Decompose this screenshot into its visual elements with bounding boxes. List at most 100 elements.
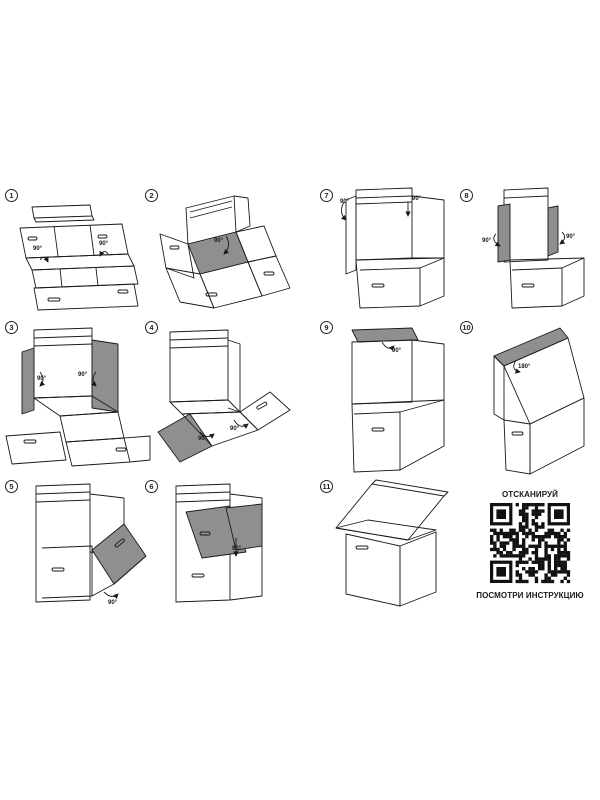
qr-module bbox=[525, 547, 529, 552]
qr-module bbox=[538, 541, 542, 545]
qr-module bbox=[557, 557, 561, 561]
qr-module bbox=[509, 551, 513, 555]
qr-module bbox=[515, 570, 519, 574]
qr-module bbox=[512, 554, 516, 558]
qr-module bbox=[512, 538, 516, 542]
qr-module bbox=[531, 538, 535, 542]
step-8-number: 8 bbox=[460, 189, 473, 202]
qr-module bbox=[544, 535, 548, 539]
qr-module bbox=[499, 554, 503, 558]
qr-module bbox=[550, 528, 555, 532]
step-1-flat-blank bbox=[19, 204, 139, 311]
qr-module bbox=[493, 554, 497, 558]
qr-module bbox=[522, 538, 526, 542]
qr-module bbox=[502, 535, 507, 539]
qr-module bbox=[512, 547, 516, 552]
qr-module bbox=[490, 538, 494, 542]
qr-module bbox=[515, 554, 519, 558]
qr-module bbox=[554, 563, 558, 568]
qr-module bbox=[528, 528, 532, 532]
step-9-lid-top bbox=[351, 327, 445, 473]
qr-module bbox=[557, 563, 561, 568]
qr-module bbox=[566, 538, 571, 542]
qr-module bbox=[563, 576, 567, 580]
qr-module bbox=[502, 531, 507, 536]
qr-module bbox=[550, 547, 555, 552]
qr-module bbox=[522, 544, 526, 548]
qr-module bbox=[541, 535, 545, 539]
qr-module bbox=[538, 509, 542, 513]
qr-module bbox=[531, 560, 535, 564]
qr-module bbox=[554, 554, 558, 558]
qr-module bbox=[560, 560, 564, 564]
qr-module bbox=[563, 551, 567, 555]
qr-module bbox=[499, 528, 503, 532]
qr-module bbox=[506, 531, 510, 536]
qr-module bbox=[563, 535, 567, 539]
qr-module bbox=[525, 551, 529, 555]
qr-module bbox=[518, 528, 523, 532]
step-5-angle: 90° bbox=[108, 600, 118, 606]
qr-module bbox=[509, 554, 513, 558]
qr-module bbox=[554, 573, 558, 577]
qr-module bbox=[541, 538, 545, 542]
qr-module bbox=[502, 547, 507, 552]
qr-module bbox=[547, 554, 551, 558]
qr-module bbox=[541, 503, 545, 507]
qr-module bbox=[496, 551, 500, 555]
qr-module bbox=[534, 525, 539, 529]
step-5-side-fold bbox=[35, 483, 147, 603]
qr-module bbox=[560, 535, 564, 539]
qr-module bbox=[563, 544, 567, 548]
qr-module bbox=[563, 554, 567, 558]
qr-module bbox=[547, 528, 551, 532]
step-7-angle-right: 90° bbox=[412, 196, 422, 202]
qr-module bbox=[557, 535, 561, 539]
qr-bottom-caption: ПОСМОТРИ ИНСТРУКЦИЮ bbox=[476, 591, 584, 600]
qr-code-icon bbox=[490, 503, 571, 584]
step-3-sides-up bbox=[5, 327, 151, 467]
qr-module bbox=[547, 557, 551, 561]
qr-finder-bottom-left bbox=[496, 567, 506, 577]
qr-module bbox=[525, 531, 529, 536]
qr-module bbox=[502, 541, 507, 545]
qr-module bbox=[522, 579, 526, 584]
step-6-angle: 90° bbox=[232, 546, 242, 552]
qr-module bbox=[502, 554, 507, 558]
qr-module bbox=[509, 538, 513, 542]
qr-module bbox=[534, 506, 539, 510]
qr-module bbox=[538, 525, 542, 529]
qr-module bbox=[515, 563, 519, 568]
qr-module bbox=[547, 563, 551, 568]
qr-module bbox=[522, 528, 526, 532]
qr-module bbox=[538, 563, 542, 568]
qr-module bbox=[554, 560, 558, 564]
qr-module bbox=[525, 506, 529, 510]
step-3-angle-left: 90° bbox=[37, 376, 47, 382]
qr-module bbox=[515, 579, 519, 584]
qr-module bbox=[547, 576, 551, 580]
qr-module bbox=[496, 547, 500, 552]
step-8-lid-sides bbox=[493, 187, 585, 309]
qr-module bbox=[531, 551, 535, 555]
qr-module bbox=[525, 503, 529, 507]
qr-module bbox=[528, 570, 532, 574]
qr-module bbox=[522, 506, 526, 510]
qr-module bbox=[541, 567, 545, 571]
qr-module bbox=[534, 570, 539, 574]
qr-module bbox=[528, 531, 532, 536]
qr-module bbox=[506, 535, 510, 539]
qr-module bbox=[557, 541, 561, 545]
qr-module bbox=[525, 570, 529, 574]
qr-module bbox=[544, 557, 548, 561]
qr-module bbox=[547, 535, 551, 539]
qr-module bbox=[544, 531, 548, 536]
qr-module bbox=[547, 560, 551, 564]
qr-module bbox=[531, 531, 535, 536]
qr-module bbox=[544, 551, 548, 555]
qr-module bbox=[554, 531, 558, 536]
qr-module bbox=[547, 544, 551, 548]
step-1-angle-right: 90° bbox=[99, 241, 109, 247]
qr-module bbox=[518, 522, 523, 526]
qr-module bbox=[557, 544, 561, 548]
